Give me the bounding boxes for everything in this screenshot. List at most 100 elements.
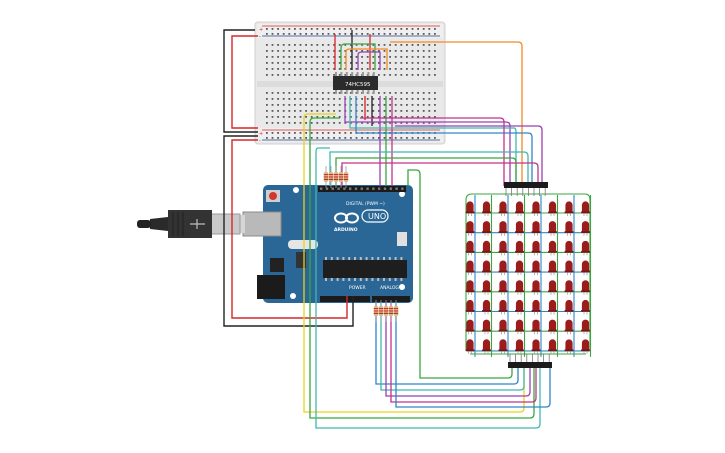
breadboard-hole xyxy=(282,122,285,124)
led-dome xyxy=(581,319,590,331)
breadboard-hole xyxy=(400,74,403,76)
breadboard-hole xyxy=(389,92,391,94)
breadboard-hole xyxy=(271,68,274,70)
breadboard-hole xyxy=(282,98,285,100)
led-rim xyxy=(465,329,475,332)
matrix-top-header xyxy=(504,182,548,188)
breadboard-hole xyxy=(355,137,358,139)
led-rim xyxy=(581,270,590,273)
matrix-led xyxy=(498,319,508,335)
breadboard-hole xyxy=(327,62,330,64)
ic-pins xyxy=(335,72,375,94)
resistor[interactable] xyxy=(338,166,344,188)
breadboard-hole xyxy=(316,62,319,64)
breadboard-hole xyxy=(434,74,436,76)
wire-ic-orange-jumper xyxy=(345,48,388,70)
breadboard-hole xyxy=(400,110,403,112)
resistor-band xyxy=(388,312,394,314)
led-dome xyxy=(482,339,491,350)
resistor-band xyxy=(373,310,379,312)
breadboard-hole xyxy=(389,68,391,70)
usb-plug-ridges xyxy=(172,212,184,236)
breadboard-hole xyxy=(389,110,391,112)
breadboard-hole xyxy=(378,68,380,70)
breadboard-hole xyxy=(310,50,313,52)
led-rim xyxy=(465,310,475,312)
breadboard-hole xyxy=(266,132,268,134)
resistor-band xyxy=(338,174,344,176)
wire-a1 xyxy=(380,302,525,391)
breadboard-hole xyxy=(361,137,363,139)
breadboard-hole xyxy=(417,137,419,139)
matrix-led xyxy=(482,201,491,216)
breadboard-hole xyxy=(406,56,408,58)
led-rim xyxy=(564,211,574,214)
breadboard-hole xyxy=(422,44,425,46)
breadboard-hole xyxy=(271,56,274,58)
led-dome xyxy=(548,319,557,331)
breadboard-hole xyxy=(428,68,431,70)
breadboard-hole xyxy=(316,50,319,52)
breadboard-hole xyxy=(299,122,302,124)
breadboard-hole xyxy=(406,62,408,64)
led-dome xyxy=(565,221,573,232)
led-dome xyxy=(515,339,524,350)
breadboard-hole xyxy=(266,104,268,106)
logo-text: ARDUINO xyxy=(334,227,358,233)
led-rim xyxy=(515,250,524,253)
resistor[interactable] xyxy=(393,300,399,322)
resistor[interactable] xyxy=(373,300,379,322)
power-jack xyxy=(257,275,285,299)
led-matrix[interactable] xyxy=(465,182,592,368)
breadboard-hole xyxy=(322,110,324,112)
breadboard-hole xyxy=(338,137,341,139)
breadboard-hole xyxy=(411,122,414,124)
header-pin xyxy=(343,187,346,190)
resistor[interactable] xyxy=(383,300,389,322)
breadboard-hole xyxy=(394,122,397,124)
breadboard-hole xyxy=(417,44,419,46)
led-rim xyxy=(515,349,524,352)
breadboard-hole xyxy=(327,50,330,52)
led-rim xyxy=(515,310,524,312)
wire-black-top-loop xyxy=(223,29,258,133)
led-dome xyxy=(548,260,557,272)
breadboard-hole xyxy=(271,28,274,30)
resistor[interactable] xyxy=(378,300,384,322)
breadboard-hole xyxy=(411,62,414,64)
power-header xyxy=(320,296,370,302)
resistor[interactable] xyxy=(343,166,349,188)
matrix-led xyxy=(581,319,590,335)
wire-a4 xyxy=(395,302,551,408)
breadboard-hole xyxy=(411,98,414,100)
breadboard-hole xyxy=(288,132,291,134)
matrix-led xyxy=(498,280,508,295)
resistor[interactable] xyxy=(323,166,329,188)
resistor[interactable] xyxy=(333,166,339,188)
resistors-digital[interactable] xyxy=(323,166,349,188)
arduino-uno[interactable]: DIGITAL (PWM ~) ARDUINO UNO POWER ANALOG… xyxy=(237,185,413,303)
resistors-analog[interactable] xyxy=(373,300,399,322)
resistor[interactable] xyxy=(328,166,334,188)
breadboard-hole xyxy=(316,137,319,139)
breadboard-hole xyxy=(350,122,352,124)
led-dome xyxy=(466,280,474,291)
shift-register-chip[interactable]: 74HC595 xyxy=(333,72,378,94)
breadboard-hole xyxy=(333,68,335,70)
matrix-led xyxy=(465,221,475,236)
led-dome xyxy=(565,201,573,212)
resistor[interactable] xyxy=(388,300,394,322)
matrix-led xyxy=(515,221,524,236)
breadboard-hole xyxy=(366,50,369,52)
led-rim xyxy=(548,290,557,293)
ic-pin xyxy=(367,90,370,94)
breadboard-hole xyxy=(333,74,335,76)
breadboard-hole xyxy=(288,122,291,124)
matrix-led xyxy=(548,299,557,315)
breadboard-hole xyxy=(294,92,296,94)
matrix-led xyxy=(482,319,491,335)
usb-cable[interactable] xyxy=(137,210,241,238)
matrix-led xyxy=(482,221,491,236)
breadboard-hole xyxy=(271,92,274,94)
breadboard-hole xyxy=(406,104,408,106)
